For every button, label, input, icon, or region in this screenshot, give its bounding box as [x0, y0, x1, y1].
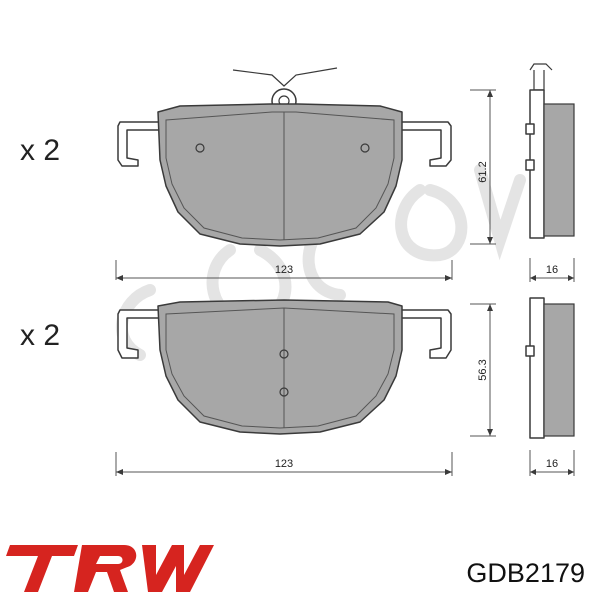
locating-dot-left: [195, 143, 205, 153]
bottom-width-dimension: 123: [115, 452, 453, 476]
right-ear-bottom: [399, 309, 452, 359]
bottom-height-label: 56.3: [477, 359, 489, 380]
locating-dot-right: [360, 143, 370, 153]
bottom-width-label: 123: [275, 458, 293, 470]
trw-logo: [6, 545, 214, 592]
bottom-pad: [117, 299, 452, 435]
top-height-dimension: 61.2: [470, 89, 496, 245]
top-thickness-label: 16: [546, 264, 558, 276]
backing-plate-bottom: [157, 299, 403, 435]
left-ear-bottom: [117, 309, 161, 359]
bottom-thickness-label: 16: [546, 458, 558, 470]
backing-plate: [157, 103, 403, 247]
bottom-quantity: x 2: [20, 319, 60, 352]
locating-dot-lower: [279, 387, 289, 397]
top-width-dimension: 123: [115, 260, 453, 281]
locating-dot-upper: [279, 349, 289, 359]
left-ear: [117, 121, 161, 167]
bottom-side-view: 16: [525, 297, 575, 476]
part-number: GDB2179: [466, 558, 585, 588]
top-side-view: 16: [525, 63, 575, 282]
top-width-label: 123: [275, 264, 293, 276]
top-height-label: 61.2: [477, 161, 489, 182]
spring-clip: [232, 67, 338, 87]
friction-outline-bottom: [165, 307, 395, 429]
friction-outline: [165, 111, 395, 241]
bottom-height-dimension: 56.3: [470, 303, 496, 437]
top-quantity: x 2: [20, 134, 60, 167]
right-ear: [399, 121, 452, 167]
top-pad: [117, 67, 452, 247]
